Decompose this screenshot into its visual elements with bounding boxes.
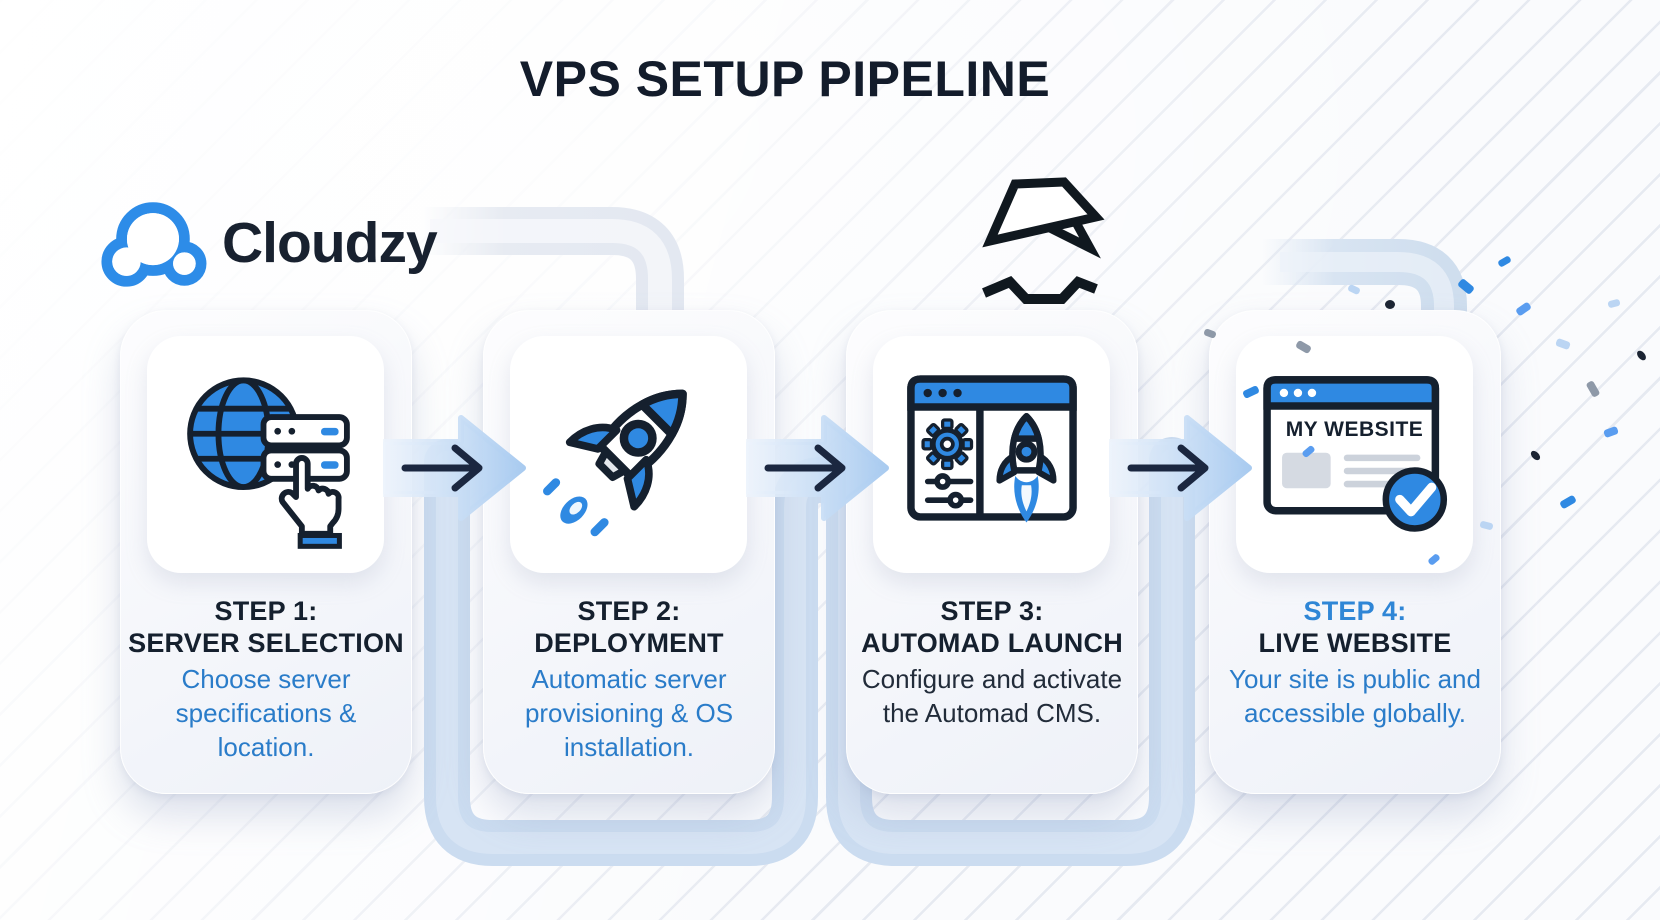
right-arrow-icon [1109, 415, 1252, 521]
step-3-title: AUTOMAD LAUNCH [861, 628, 1123, 659]
step-2-icon-card [510, 336, 747, 573]
website-title-text: MY WEBSITE [1285, 418, 1424, 441]
mini-rocket-icon [995, 413, 1057, 523]
right-arrow-icon [383, 415, 526, 521]
step-4-description: Your site is public and accessible globa… [1229, 664, 1481, 728]
step-card-2: STEP 2: DEPLOYMENT Automatic server prov… [483, 310, 775, 794]
step-1-icon-card [147, 336, 384, 573]
page-title: VPS SETUP PIPELINE [519, 51, 1051, 107]
step-1-description: Choose server specifications & location. [175, 664, 357, 762]
rocket-icon [542, 389, 687, 536]
step-4-label: STEP 4: [1303, 596, 1407, 626]
step-1-label: STEP 1: [214, 596, 318, 626]
step-4-title: LIVE WEBSITE [1258, 628, 1452, 659]
cloudzy-cloud-icon [101, 202, 207, 287]
step-card-4: MY WEBSITE STEP 4: LIVE WEBSITE Your sit… [1209, 310, 1501, 794]
confetti-piece [1385, 300, 1395, 309]
automad-logo-icon [982, 177, 1105, 304]
step-3-description: Configure and activate the Automad CMS. [861, 664, 1123, 728]
brand-logo: Cloudzy [96, 190, 438, 296]
step-3-icon-card [873, 336, 1110, 573]
cms-launch-icon [906, 375, 1077, 523]
step-2-title: DEPLOYMENT [534, 628, 724, 659]
live-website-icon [1263, 376, 1448, 533]
gear-icon [920, 418, 973, 471]
step-1-title: SERVER SELECTION [128, 628, 404, 659]
hand-cursor-icon [278, 454, 342, 549]
step-3-label: STEP 3: [940, 596, 1044, 626]
step-card-1: STEP 1: SERVER SELECTION Choose server s… [120, 310, 412, 794]
sliders-icon [924, 473, 973, 509]
step-2-label: STEP 2: [577, 596, 681, 626]
check-circle-icon [1382, 467, 1448, 533]
step-2-description: Automatic server provisioning & OS insta… [524, 664, 734, 762]
globe-server-selection-icon [186, 376, 350, 549]
checkmark-icon [1395, 483, 1437, 517]
step-4-icon-card: MY WEBSITE [1236, 336, 1473, 573]
rocket-flame-icon [542, 477, 609, 536]
step-card-3: STEP 3: AUTOMAD LAUNCH Configure and act… [846, 310, 1138, 794]
right-arrow-icon [746, 415, 889, 521]
brand-name: Cloudzy [222, 211, 438, 275]
